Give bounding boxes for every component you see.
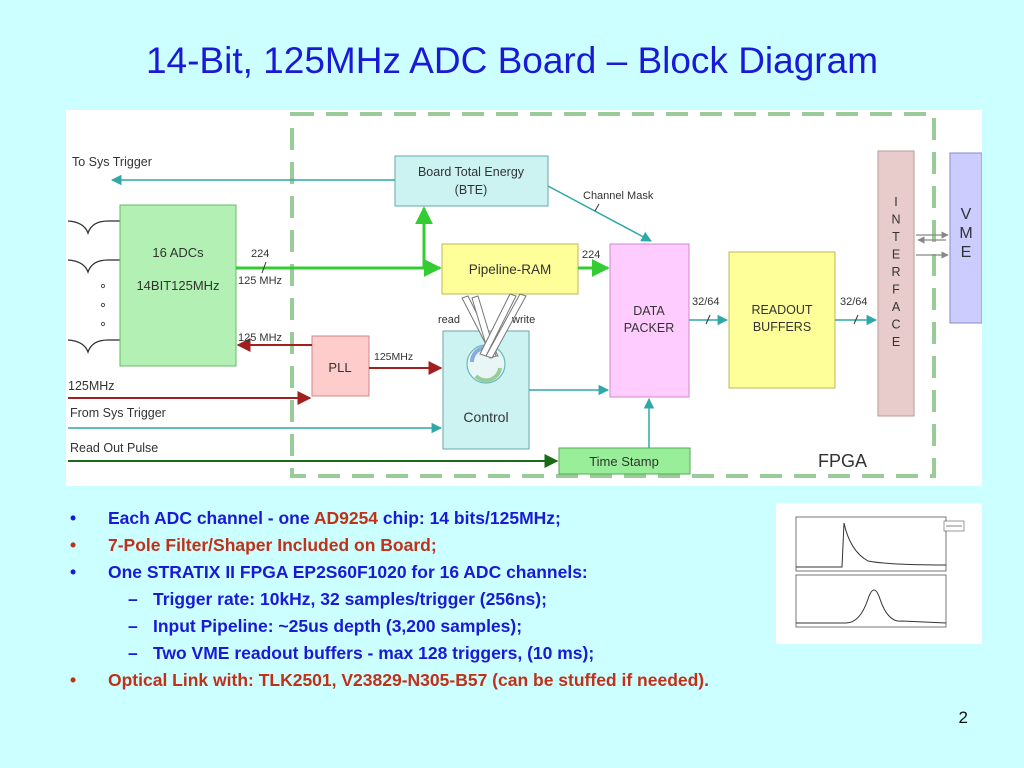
bullet-marker: •	[70, 508, 77, 528]
waveform-dots	[100, 283, 106, 327]
bus-32-64-b-label: 32/64	[840, 296, 868, 308]
to-sys-trigger-label: To Sys Trigger	[72, 155, 152, 169]
bullet-text-segment: Input Pipeline: ~25us depth (3,200 sampl…	[153, 616, 523, 636]
waveform-plot-canvas	[795, 516, 965, 628]
pipeline-ram-label: Pipeline-RAM	[469, 262, 552, 277]
vme-letter: M	[959, 225, 972, 242]
bus-32-64-a-label: 32/64	[692, 296, 720, 308]
pll-block	[311, 335, 370, 397]
vme-letter: V	[961, 206, 972, 223]
interface-letter: F	[892, 283, 900, 297]
bte-block-title: Board Total Energy	[418, 165, 525, 179]
bte-block-subtitle: (BTE)	[455, 183, 488, 197]
vme-letter: E	[961, 244, 972, 261]
vme-letters: VME	[959, 206, 972, 261]
readout-buffers-block	[728, 251, 836, 389]
bullet-marker: •	[70, 670, 77, 690]
bullet-text-segment: Each ADC channel - one	[108, 508, 314, 528]
bus-224-b-label: 224	[582, 249, 600, 261]
read-write-arrows	[461, 293, 527, 359]
interface-letter: N	[891, 213, 900, 227]
data-packer-block	[609, 243, 690, 398]
dash-marker: –	[128, 643, 138, 663]
pll-label: PLL	[328, 360, 351, 375]
clock-input-label: 125MHz	[68, 379, 115, 393]
interface-block	[877, 150, 915, 417]
bullet-marker: •	[70, 535, 77, 555]
data-packer-subtitle: PACKER	[624, 321, 674, 335]
interface-letter: C	[891, 318, 900, 332]
interface-letter: R	[891, 265, 900, 279]
bullet-text-segment: Optical Link with: TLK2501, V23829-N305-…	[108, 670, 709, 690]
bullet-text-segment: Trigger rate: 10kHz, 32 samples/trigger …	[153, 589, 547, 609]
waveform-plot-thumbnail	[776, 503, 982, 644]
read-out-pulse-label: Read Out Pulse	[70, 441, 158, 455]
time-stamp-block	[558, 447, 691, 475]
bullet-text-segment: Two VME readout buffers - max 128 trigge…	[153, 643, 595, 663]
channel-mask-tick	[594, 203, 600, 212]
dash-marker: –	[128, 589, 138, 609]
bullet-marker: •	[70, 562, 77, 582]
control-label: Control	[463, 409, 508, 425]
interface-letter: A	[892, 300, 901, 314]
bullet-text-segment: chip: 14 bits/125MHz;	[378, 508, 561, 528]
vme-block	[949, 152, 982, 324]
readout-buffers-subtitle: BUFFERS	[753, 320, 811, 334]
adc-block-title: 16 ADCs	[152, 245, 204, 260]
read-label: read	[438, 314, 460, 326]
interface-letter: T	[892, 230, 900, 244]
adc-block	[119, 204, 237, 367]
adc-block-subtitle: 14BIT125MHz	[136, 278, 219, 293]
interface-letter: I	[894, 195, 897, 209]
slide-title: 14-Bit, 125MHz ADC Board – Block Diagram	[145, 40, 879, 81]
write-label: write	[511, 314, 535, 326]
pll-out-label: 125MHz	[374, 351, 413, 363]
clk-125-a-label: 125 MHz	[238, 275, 282, 287]
dash-marker: –	[128, 616, 138, 636]
interface-vme-link	[916, 231, 949, 259]
bte-block	[394, 155, 549, 207]
adc-input-waveforms	[67, 220, 120, 354]
channel-mask-label: Channel Mask	[583, 190, 654, 202]
bus-224-a-label: 224	[251, 248, 269, 260]
bus-32-64-b-tick	[853, 314, 859, 325]
pipeline-ram-block	[441, 243, 579, 295]
page-number: 2	[958, 708, 968, 727]
clk-125-b-label: 125 MHz	[238, 332, 282, 344]
from-sys-trigger-label: From Sys Trigger	[70, 406, 166, 420]
readout-buffers-title: READOUT	[751, 303, 812, 317]
bullet-text-segment: 7-Pole Filter/Shaper Included on Board;	[108, 535, 437, 555]
fpga-label: FPGA	[818, 451, 867, 471]
bus-224-a-tick	[261, 261, 267, 274]
fpga-region	[290, 112, 936, 478]
block-diagram: FPGA 16 ADCs 14BIT125MHz Board Total Ene…	[66, 110, 982, 486]
interface-letter: E	[892, 335, 900, 349]
block-diagram-canvas: FPGA 16 ADCs 14BIT125MHz Board Total Ene…	[67, 112, 982, 478]
bullet-text-segment: AD9254	[313, 508, 379, 528]
data-packer-title: DATA	[633, 304, 665, 318]
bus-32-64-a-tick	[705, 314, 711, 325]
time-stamp-label: Time Stamp	[589, 454, 659, 469]
bullet-text-segment: One STRATIX II FPGA EP2S60F1020 for 16 A…	[108, 562, 588, 582]
channel-mask-arrow	[547, 185, 652, 242]
interface-letter: E	[892, 248, 900, 262]
